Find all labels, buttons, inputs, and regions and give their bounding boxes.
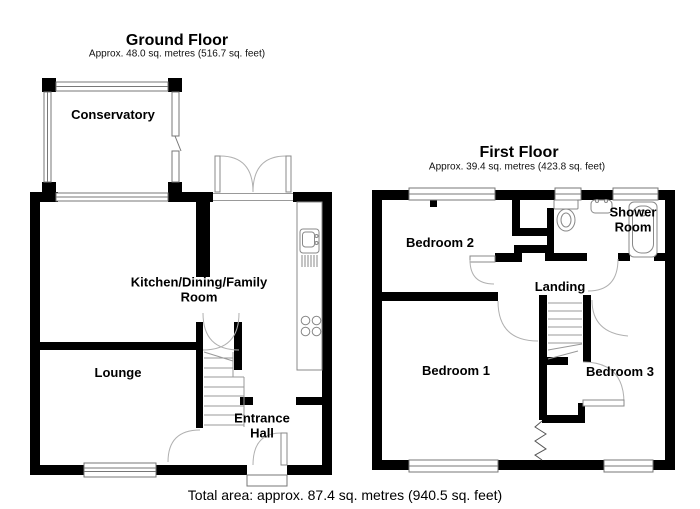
room-label-lounge: Lounge	[94, 364, 142, 380]
room-label-kitchen: Kitchen/Dining/Family Room	[130, 274, 268, 305]
ground-windows	[83, 193, 293, 487]
first-stairs	[547, 302, 583, 360]
room-label-landing: Landing	[534, 278, 586, 294]
ground-floor-subtitle: Approx. 48.0 sq. metres (516.7 sq. feet)	[88, 48, 266, 60]
room-label-bedroom3: Bedroom 3	[586, 363, 654, 379]
room-label-shower-line1: Shower	[609, 204, 657, 220]
french-doors	[214, 155, 292, 193]
room-label-kitchen-line1: Kitchen/Dining/Family	[130, 274, 268, 290]
first-walls	[372, 190, 675, 470]
ground-stairs	[203, 351, 245, 427]
room-label-conservatory: Conservatory	[71, 106, 155, 122]
kitchen-counter	[296, 201, 323, 371]
conservatory-door-ajar	[174, 135, 182, 152]
first-doors	[469, 255, 629, 407]
first-floor-subtitle: Approx. 39.4 sq. metres (423.8 sq. feet)	[428, 161, 606, 173]
sink-fixture	[299, 228, 320, 267]
room-label-bedroom1: Bedroom 1	[422, 362, 490, 378]
first-floor-plan	[372, 187, 675, 473]
conservatory-glazing	[43, 81, 182, 202]
toilet-fixture	[553, 199, 579, 232]
room-label-shower-room: Shower Room	[609, 204, 657, 235]
room-label-entrance-line1: Entrance	[234, 410, 290, 426]
room-label-entrance-hall: Entrance Hall	[234, 410, 290, 441]
room-label-kitchen-line2: Room	[180, 289, 218, 304]
zigzag-wall-break	[534, 420, 547, 461]
basin-fixture	[590, 199, 613, 214]
hob-fixture	[300, 315, 322, 337]
bedroom2-door-leaf	[469, 255, 496, 263]
total-area-text: Total area: approx. 87.4 sq. metres (940…	[187, 487, 503, 503]
ground-doors	[167, 429, 288, 466]
room-label-shower-line2: Room	[614, 219, 652, 234]
front-door-step	[246, 474, 288, 487]
bath-fixture	[628, 201, 658, 258]
ground-floor-title: Ground Floor	[125, 32, 229, 49]
kitchen-stair-doors	[202, 312, 240, 351]
bedroom3-door-leaf	[582, 399, 625, 407]
room-label-entrance-line2: Hall	[250, 425, 274, 440]
first-windows	[408, 187, 659, 473]
first-floor-title: First Floor	[479, 144, 559, 161]
room-label-bedroom2: Bedroom 2	[406, 234, 474, 250]
ground-floor-plan	[30, 78, 332, 487]
